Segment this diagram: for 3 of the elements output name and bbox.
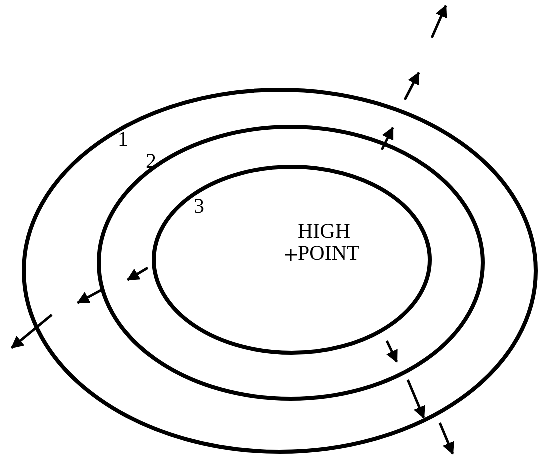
contour-number: 1	[118, 128, 128, 150]
point-label: HIGH POINT	[298, 220, 361, 264]
contour-number: 3	[194, 195, 204, 217]
